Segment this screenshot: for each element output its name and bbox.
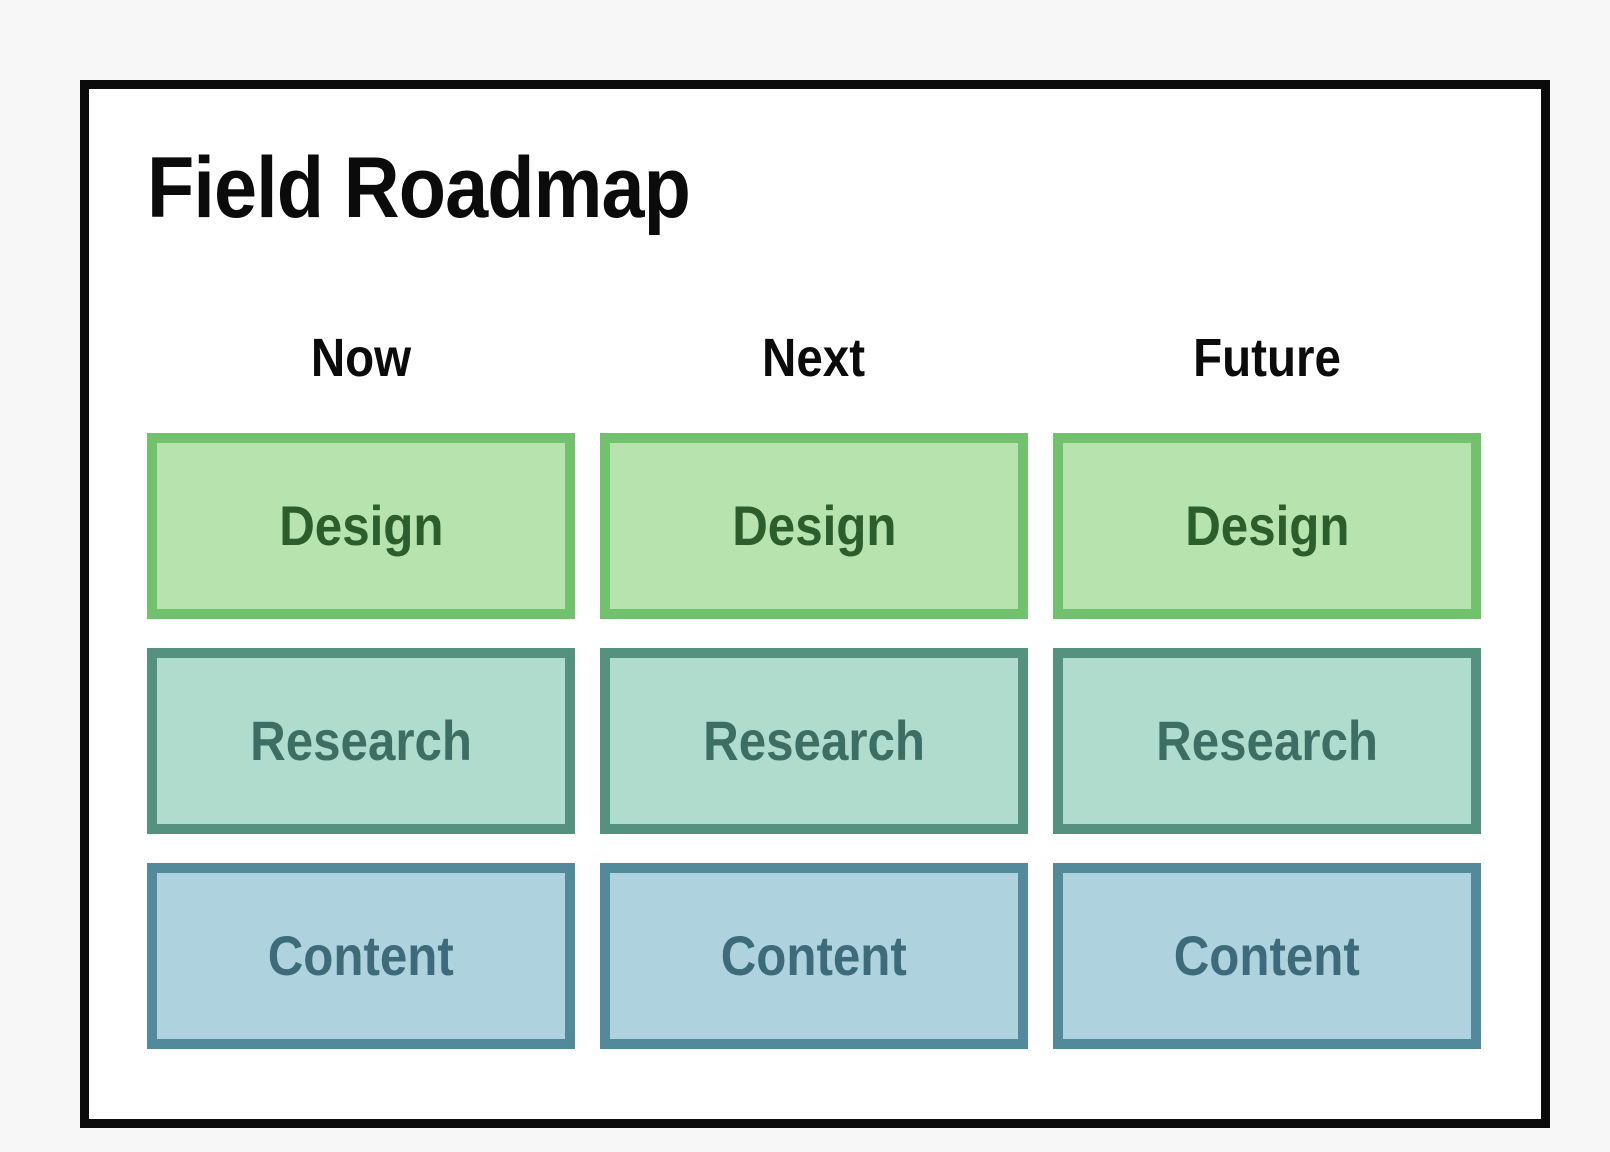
- column-header-now: Now: [310, 328, 412, 388]
- page-title-text: Field Roadmap: [147, 140, 691, 236]
- roadmap-box-content-next: Content: [600, 863, 1028, 1049]
- roadmap-box-design-future: Design: [1053, 433, 1481, 619]
- column-header-future: Future: [1193, 328, 1341, 388]
- column-header-next: Next: [762, 328, 866, 388]
- roadmap-box-content-future: Content: [1053, 863, 1481, 1049]
- roadmap-box-design-next: Design: [600, 433, 1028, 619]
- roadmap-box-research-next: Research: [600, 648, 1028, 834]
- roadmap-box-research-now: Research: [147, 648, 575, 834]
- roadmap-grid: Design Design Design Research Research R…: [147, 433, 1481, 1049]
- roadmap-box-content-now: Content: [147, 863, 575, 1049]
- roadmap-card: Field Roadmap Now Next Future Design Des…: [80, 80, 1550, 1128]
- roadmap-box-design-now: Design: [147, 433, 575, 619]
- page-title: Field Roadmap: [147, 141, 750, 236]
- column-headers: Now Next Future: [147, 328, 1481, 388]
- roadmap-box-research-future: Research: [1053, 648, 1481, 834]
